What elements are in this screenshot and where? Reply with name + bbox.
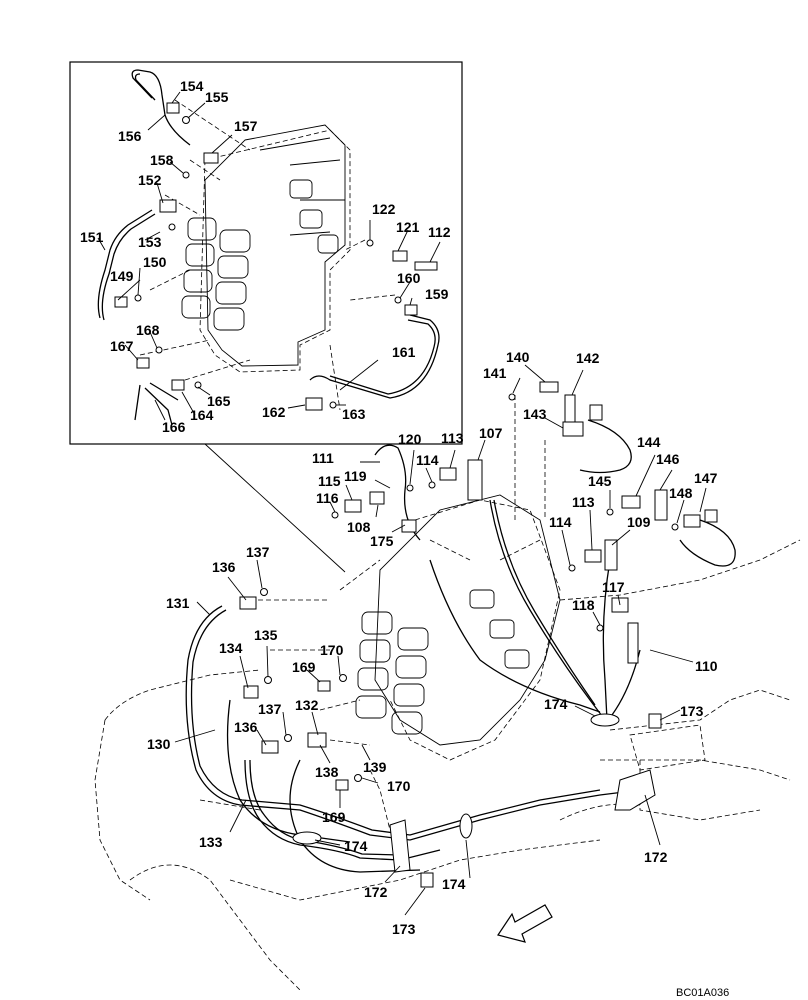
callout-label: 160 — [397, 270, 421, 286]
callout-label: 168 — [136, 322, 160, 338]
callout-label: 135 — [254, 627, 278, 643]
callout-label: 121 — [396, 219, 420, 235]
callout-label: 114 — [549, 514, 572, 530]
callout-label: 157 — [234, 118, 258, 134]
inset-frame — [69, 61, 463, 573]
callout-label: 149 — [110, 268, 134, 284]
callout-label: 146 — [656, 451, 680, 467]
callout-labels: 154 155 156 157 158 152 153 151 149 150 … — [80, 78, 718, 937]
main-frame — [94, 395, 801, 991]
callout-label: 155 — [205, 89, 229, 105]
callout-label: 174 — [442, 876, 466, 892]
callout-label: 107 — [479, 425, 503, 441]
callout-label: 172 — [644, 849, 668, 865]
callout-label: 114 — [416, 452, 439, 468]
callout-label: 109 — [627, 514, 651, 530]
callout-label: 122 — [372, 201, 396, 217]
callout-label: 140 — [506, 349, 530, 365]
callout-label: 173 — [680, 703, 704, 719]
callout-label: 136 — [212, 559, 236, 575]
callout-label: 150 — [143, 254, 167, 270]
callout-label: 166 — [162, 419, 186, 435]
callout-label: 134 — [219, 640, 243, 656]
inset-fittings — [114, 102, 438, 411]
callout-label: 152 — [138, 172, 162, 188]
callout-label: 141 — [483, 365, 507, 381]
inset-control-valve — [139, 99, 396, 411]
callout-label: 137 — [258, 701, 282, 717]
callout-label: 162 — [262, 404, 286, 420]
callout-label: 159 — [425, 286, 449, 302]
callout-label: 174 — [544, 696, 568, 712]
callout-label: 148 — [669, 485, 693, 501]
callout-label: 151 — [80, 229, 104, 245]
callout-label: 113 — [572, 494, 595, 510]
callout-label: 133 — [199, 834, 223, 850]
callout-label: 143 — [523, 406, 547, 422]
main-control-valve — [355, 494, 561, 761]
callout-label: 132 — [295, 697, 319, 713]
callout-label: 169 — [292, 659, 316, 675]
callout-label: 156 — [118, 128, 142, 144]
callout-label: 174 — [344, 838, 368, 854]
leader-lines — [97, 91, 707, 916]
callout-label: 153 — [138, 234, 162, 250]
callout-label: 145 — [588, 473, 612, 489]
callout-label: 164 — [190, 407, 214, 423]
callout-label: 169 — [322, 809, 346, 825]
inset-hoses — [97, 69, 440, 426]
callout-label: 112 — [428, 224, 451, 240]
callout-label: 131 — [166, 595, 190, 611]
callout-label: 175 — [370, 533, 394, 549]
callout-label: 130 — [147, 736, 171, 752]
callout-label: 173 — [392, 921, 416, 937]
diagram-code: BC01A036 — [676, 987, 729, 999]
main-hoses — [185, 419, 736, 873]
callout-label: 167 — [110, 338, 134, 354]
callout-label: 170 — [387, 778, 411, 794]
callout-label: 172 — [364, 884, 388, 900]
callout-label: 110 — [695, 658, 718, 674]
callout-label: 142 — [576, 350, 600, 366]
callout-label: 170 — [320, 642, 344, 658]
callout-label: 147 — [694, 470, 718, 486]
callout-label: 118 — [572, 597, 595, 613]
callout-label: 161 — [392, 344, 416, 360]
callout-label: 136 — [234, 719, 258, 735]
callout-label: 119 — [344, 468, 367, 484]
callout-label: 115 — [318, 473, 341, 489]
callout-label: 108 — [347, 519, 371, 535]
callout-label: 113 — [441, 430, 464, 446]
callout-label: 138 — [315, 764, 339, 780]
callout-label: 154 — [180, 78, 204, 94]
callout-label: 163 — [342, 406, 366, 422]
callout-label: 111 — [312, 450, 334, 466]
callout-label: 137 — [246, 544, 270, 560]
callout-label: 158 — [150, 152, 174, 168]
callout-label: 144 — [637, 434, 661, 450]
callout-label: 116 — [316, 490, 339, 506]
callout-label: 120 — [398, 431, 422, 447]
callout-label: 139 — [363, 759, 387, 775]
direction-arrow — [497, 904, 553, 943]
callout-label: 117 — [602, 579, 625, 595]
callout-label: 165 — [207, 393, 231, 409]
